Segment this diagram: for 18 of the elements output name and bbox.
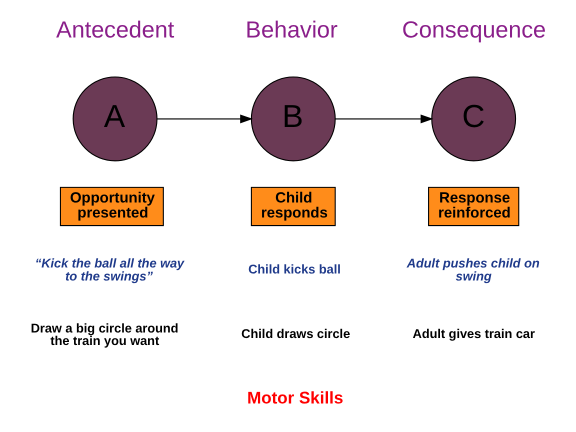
label: Adult pushes child on swing	[406, 256, 540, 284]
arrow	[335, 114, 434, 124]
node-box: Child responds	[250, 186, 336, 226]
node-box: Opportunity presented	[60, 186, 164, 226]
label: Adult gives train car	[412, 326, 535, 342]
label: Child kicks ball	[248, 261, 341, 276]
node-circle: A	[72, 76, 158, 162]
node-label: Antecedent	[56, 16, 174, 42]
node-circle: B	[250, 76, 336, 162]
label: Draw a big circle around the train you want	[30, 320, 178, 348]
node-label: Consequence	[402, 16, 546, 42]
node-label: Behavior	[246, 16, 338, 42]
arrow	[157, 114, 253, 124]
label: Motor Skills	[247, 388, 344, 408]
label: “Kick the ball all the way to the swings”	[34, 256, 184, 284]
node-circle: C	[431, 76, 516, 162]
label: Child draws circle	[241, 326, 350, 342]
node-box: Response reinforced	[428, 186, 520, 226]
